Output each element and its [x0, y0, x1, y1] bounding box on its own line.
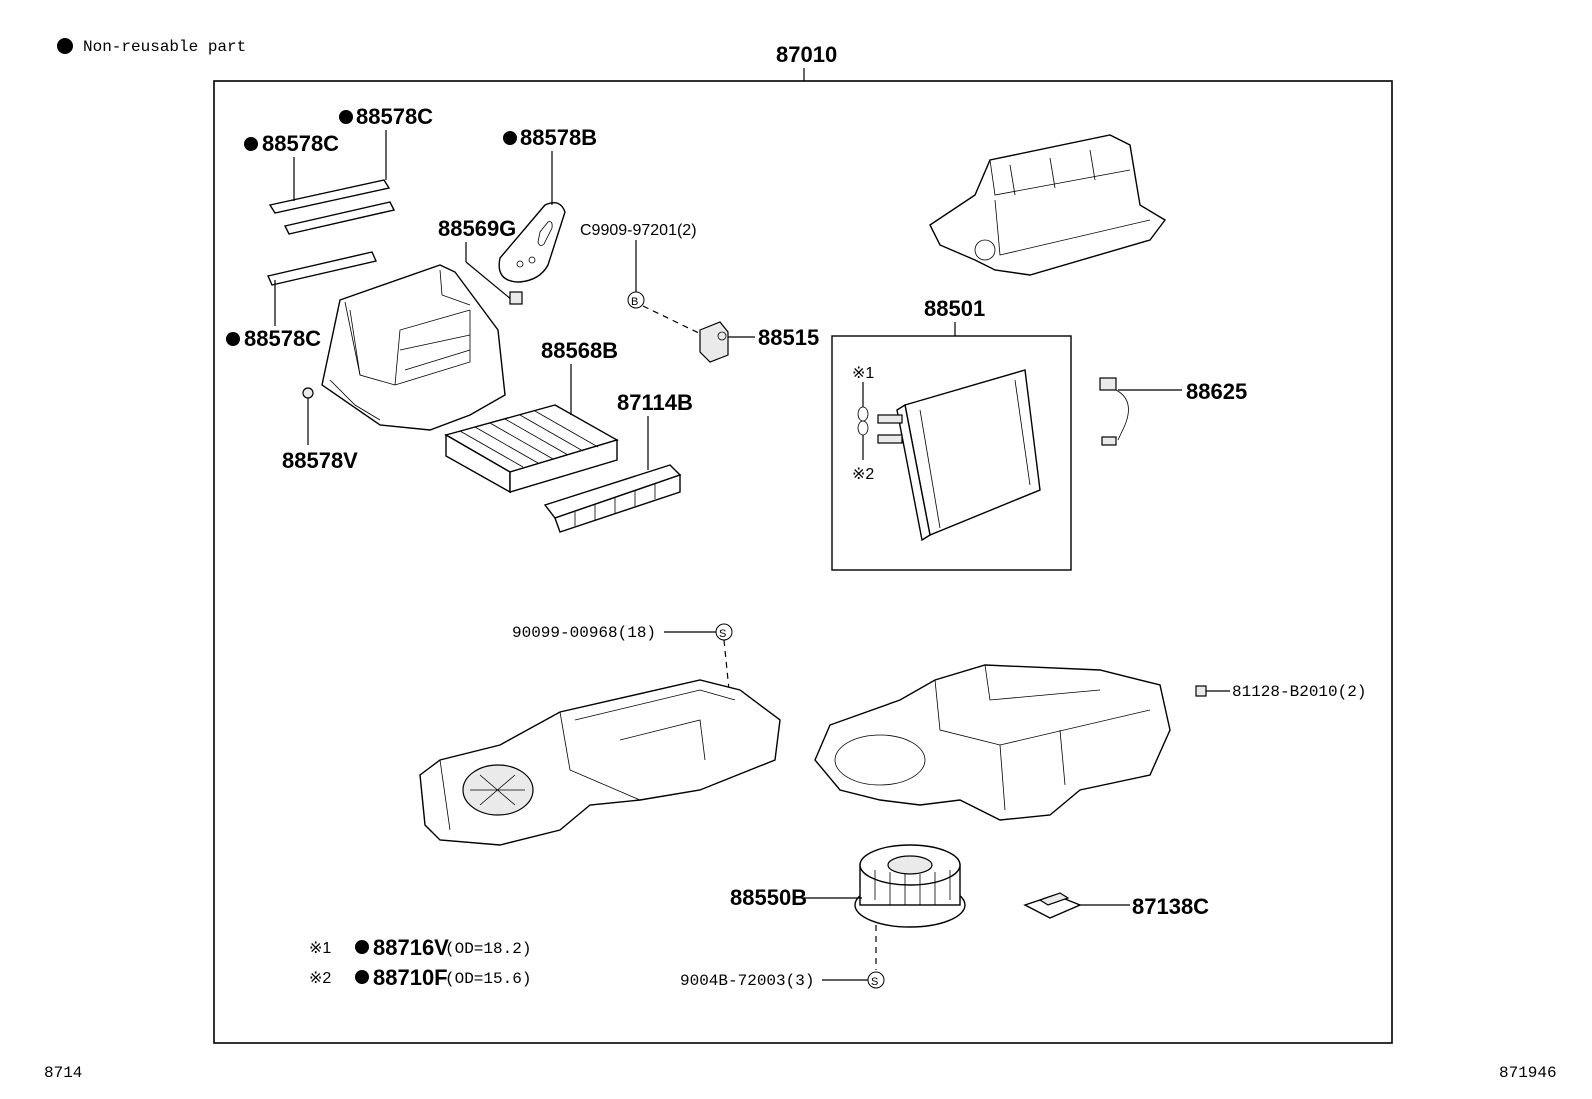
- label-88578c-left[interactable]: 88578C: [262, 131, 339, 156]
- label-88625[interactable]: 88625: [1186, 379, 1247, 404]
- legend-bullet-icon: [57, 38, 73, 54]
- label-88569g[interactable]: 88569G: [438, 216, 516, 241]
- label-88550b[interactable]: 88550B: [730, 885, 807, 910]
- thermistor-88625-icon: [1099, 377, 1129, 446]
- label-87138c[interactable]: 87138C: [1132, 894, 1209, 919]
- air-filter-88568b-icon: [444, 404, 619, 494]
- seal-strip-88578c-icon: [267, 179, 396, 286]
- callout-b-icon: [627, 291, 645, 309]
- assembly-frame: [213, 80, 1393, 1044]
- label-88578c-bottom[interactable]: 88578C: [244, 326, 321, 351]
- callout-mark-1: ※1: [852, 365, 874, 382]
- blower-motor-88550b-icon: [854, 844, 966, 928]
- note-2-part[interactable]: 88710F: [373, 965, 448, 990]
- label-88568b[interactable]: 88568B: [541, 338, 618, 363]
- grommet-88578v-icon: [302, 387, 314, 399]
- label-88578v[interactable]: 88578V: [282, 448, 358, 473]
- callout-mark-2: ※2: [852, 466, 874, 483]
- note-1-part[interactable]: 88716V: [373, 935, 449, 960]
- legend-label: Non-reusable part: [83, 38, 246, 56]
- label-9004b[interactable]: 9004B-72003(3): [680, 972, 814, 990]
- seal-plate-88578b-icon: [498, 202, 566, 283]
- svg-text:S: S: [719, 628, 726, 640]
- footer-right-code: 871946: [1499, 1064, 1557, 1082]
- upper-case-left-icon: [321, 264, 506, 431]
- o-ring-2-icon: [857, 420, 869, 436]
- evaporator-icon: [877, 369, 1041, 542]
- label-88515[interactable]: 88515: [758, 325, 819, 350]
- upper-case-right-icon: [929, 134, 1167, 276]
- clip-88569g-icon: [509, 291, 523, 305]
- sub-assembly-number[interactable]: 88501: [924, 296, 985, 321]
- label-81128[interactable]: 81128-B2010(2): [1232, 683, 1366, 701]
- footer-left-code: 8714: [44, 1064, 82, 1082]
- svg-text:S: S: [871, 976, 878, 988]
- filter-cover-87114b-icon: [543, 464, 682, 533]
- label-c9909[interactable]: C9909-97201(2): [580, 222, 697, 239]
- note-1-mark: ※1: [309, 940, 331, 957]
- blower-resistor-87138c-icon: [1023, 892, 1082, 919]
- expansion-valve-88515-icon: [699, 321, 729, 363]
- clip-81128-icon: [1195, 685, 1207, 697]
- label-90099[interactable]: 90099-00968(18): [512, 624, 656, 642]
- sub-assembly-frame: [831, 335, 1072, 571]
- lower-case-right-icon: [814, 664, 1171, 821]
- svg-text:B: B: [631, 296, 638, 308]
- o-ring-1-icon: [857, 406, 869, 422]
- note-2-mark: ※2: [309, 970, 331, 987]
- note-1-spec: (OD=18.2): [445, 940, 531, 958]
- note-2-spec: (OD=15.6): [445, 970, 531, 988]
- label-88578c-top[interactable]: 88578C: [356, 104, 433, 129]
- label-88578b[interactable]: 88578B: [520, 125, 597, 150]
- lower-case-left-icon: [419, 679, 781, 846]
- label-87114b[interactable]: 87114B: [617, 390, 693, 415]
- assembly-number[interactable]: 87010: [776, 42, 837, 67]
